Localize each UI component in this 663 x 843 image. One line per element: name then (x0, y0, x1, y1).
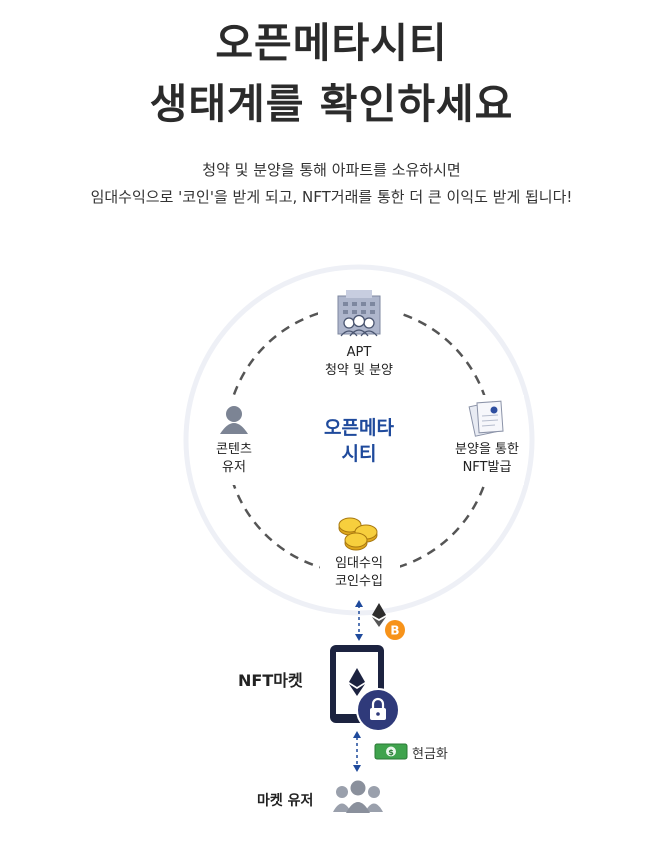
ethereum-icon (372, 603, 386, 627)
income-label-line2: 코인수입 (335, 574, 383, 589)
market-user-label: 마켓 유저 (257, 793, 314, 809)
nft-market-label: NFT마켓 (238, 671, 303, 690)
content-user-label-line1: 콘텐츠 (216, 442, 252, 457)
page-title-line2: 생태계를 확인하세요 (149, 80, 514, 128)
svg-text:$: $ (388, 748, 394, 757)
subtitle-line2: 임대수익으로 '코인'을 받게 되고, NFT거래를 통한 더 큰 이익도 받게… (90, 188, 573, 206)
nft-issue-label: 분양을 통한 NFT발급 (447, 441, 527, 477)
nft-issue-label-line1: 분양을 통한 (455, 442, 519, 457)
cash-label: 현금화 (412, 747, 448, 762)
income-label-line1: 임대수익 (335, 556, 383, 571)
income-label: 임대수익 코인수입 (314, 555, 404, 591)
page-title-line1: 오픈메타시티 (215, 19, 448, 67)
users-group-icon (333, 780, 383, 813)
subtitle-line1: 청약 및 분양을 통해 아파트를 소유하시면 (202, 161, 461, 179)
cycle-center-label-line2: 시티 (341, 443, 377, 465)
cash-icon: $ (374, 743, 408, 760)
apt-label-line2: 청약 및 분양 (324, 363, 394, 378)
apt-label-line1: APT (346, 345, 372, 360)
apartment-building-icon (337, 290, 381, 337)
market-to-users-arrow (353, 731, 361, 772)
income-to-market-arrow (355, 600, 363, 641)
apt-label: APT 청약 및 분양 (309, 344, 409, 380)
lock-icon (356, 688, 400, 732)
user-icon (220, 406, 248, 434)
bitcoin-icon: B (385, 620, 405, 640)
gold-coins-icon (338, 517, 378, 551)
documents-icon (468, 400, 504, 437)
nft-issue-label-line2: NFT발급 (462, 460, 512, 475)
cycle-center-label-line1: 오픈메타 (324, 417, 394, 439)
cycle-center-label: 오픈메타 시티 (299, 415, 419, 467)
content-user-label-line2: 유저 (222, 460, 246, 475)
content-user-label: 콘텐츠 유저 (199, 441, 269, 477)
svg-text:B: B (390, 624, 399, 638)
